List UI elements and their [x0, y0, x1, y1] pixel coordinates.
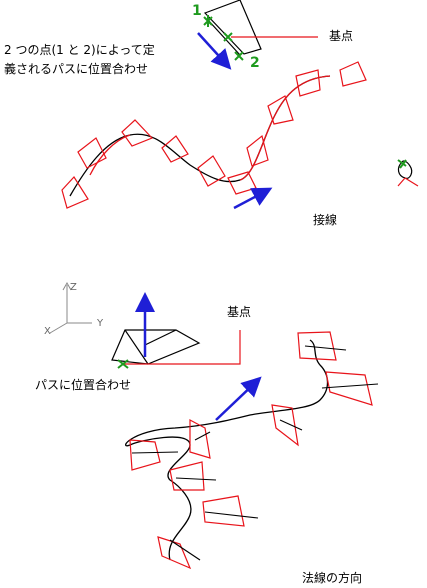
- align-to-path-label: パスに位置合わせ: [35, 378, 132, 392]
- normal-line: [175, 477, 217, 481]
- normal-shape: [271, 404, 299, 447]
- normal-shape: [189, 419, 211, 459]
- two-point-alignment-figure: [197, 0, 318, 70]
- ucs-axis-icon: [49, 281, 92, 334]
- normal-direction-label: 法線の方向: [302, 571, 363, 585]
- tangent-shape: [161, 135, 189, 163]
- point-2-label: 2: [250, 55, 260, 71]
- two-point-line: [207, 19, 241, 56]
- normal-path-curve: [125, 339, 329, 561]
- direction-arrow-icon: [215, 376, 262, 421]
- axis-z-label: Z: [70, 282, 77, 293]
- tangent-shape: [267, 95, 294, 125]
- normal-line: [321, 383, 379, 389]
- tangent-shape: [77, 137, 107, 169]
- tangent-path-curve: [69, 75, 331, 197]
- normal-line: [194, 431, 211, 441]
- axis-x-label: X: [44, 326, 51, 337]
- normal-shape: [129, 439, 161, 471]
- normal-line: [279, 419, 303, 431]
- align-two-points-caption-line2: 義されるパスに位置合わせ: [4, 62, 149, 76]
- reference-object: [144, 329, 177, 346]
- normal-line: [204, 511, 259, 519]
- point-marker-icon: [234, 51, 244, 61]
- point-1-label: 1: [192, 3, 202, 19]
- tangent-shape: [197, 155, 226, 187]
- normal-shape: [157, 536, 192, 570]
- direction-arrow-icon: [233, 187, 273, 210]
- tangent-path-highlight: [239, 75, 331, 181]
- tangent-shape: [121, 119, 154, 147]
- base-point-label-bottom: 基点: [227, 305, 252, 319]
- normal-line: [169, 539, 201, 561]
- align-two-points-caption-line1: 2 つの点(1 と 2)によって定: [4, 43, 155, 57]
- tangent-shape: [295, 69, 321, 97]
- normal-shape: [297, 331, 337, 361]
- normal-line: [304, 345, 347, 351]
- point-marker-icon: [117, 359, 129, 369]
- align-to-path-figure: [49, 281, 379, 570]
- point-marker-icon: [203, 15, 213, 27]
- normal-shape: [325, 371, 373, 406]
- tangent-path-highlight: [89, 134, 131, 176]
- point-marker-icon: [223, 32, 233, 42]
- reference-object: [111, 329, 201, 365]
- reference-object: [124, 329, 149, 365]
- tangent-shape: [61, 176, 89, 209]
- tangent-shape: [339, 61, 367, 87]
- normal-shape: [202, 495, 245, 527]
- direction-arrow-icon: [197, 32, 232, 70]
- reference-shape: [203, 0, 262, 55]
- tangent-label: 接線: [313, 213, 338, 227]
- normal-line: [131, 451, 179, 454]
- base-point-line: [123, 330, 241, 365]
- base-point-label-top: 基点: [329, 29, 354, 43]
- axis-y-label: Y: [97, 318, 104, 329]
- tangent-shape: [227, 171, 257, 195]
- normal-shape: [169, 461, 205, 491]
- small-object-icon: [397, 159, 419, 187]
- tangent-shape: [246, 134, 269, 167]
- tangent-path-figure: [61, 61, 367, 210]
